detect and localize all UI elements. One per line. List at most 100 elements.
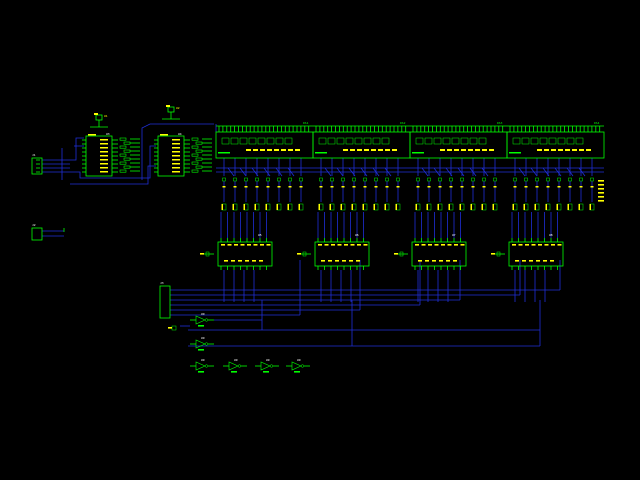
- sr-pin-label-top: [518, 244, 523, 246]
- connector-j3-body: [159, 285, 171, 319]
- resistor-label: [415, 204, 417, 210]
- transistor: [471, 177, 475, 182]
- transistor: [266, 177, 270, 182]
- display-pin-label: [246, 149, 251, 151]
- sr-pin-label-bottom: [536, 260, 540, 262]
- resistor-label: [545, 204, 547, 210]
- display-digit: [521, 137, 530, 145]
- display-1-label: DS1: [303, 121, 309, 125]
- display-pin-label: [447, 149, 452, 151]
- display-digit: [539, 137, 548, 145]
- transistor-label: [482, 186, 486, 188]
- shift-register-1-label: U5: [258, 233, 262, 237]
- resistor-label: [329, 204, 331, 210]
- display-digit: [478, 137, 487, 145]
- transistor-label: [277, 186, 281, 188]
- sr-pin-label-top: [454, 244, 458, 246]
- transistor: [244, 177, 248, 182]
- connector-j2-label: J2: [32, 223, 36, 227]
- driver-pin-label: [172, 151, 180, 153]
- shift-register-4-body: [508, 241, 564, 267]
- inverter-bubble: [237, 364, 242, 368]
- display-digit: [221, 137, 230, 145]
- transistor: [363, 177, 367, 182]
- transistor: [427, 177, 431, 182]
- sr-pin-label-bottom: [425, 260, 429, 262]
- transistor: [590, 177, 594, 182]
- transistor: [482, 177, 486, 182]
- cap-label: [394, 253, 398, 255]
- display-digit: [548, 137, 557, 145]
- transistor-label: [330, 186, 334, 188]
- display-pin-label: [343, 149, 348, 151]
- sr-pin-label-bottom: [335, 260, 339, 262]
- transistor-label: [341, 186, 345, 188]
- transistor-label: [233, 186, 237, 188]
- gate-4-label: U9: [234, 358, 238, 362]
- gate-cap-label: [168, 327, 172, 329]
- display-part-number: [218, 152, 230, 154]
- edge-label: [598, 188, 604, 190]
- driver-pin-label: [172, 143, 180, 145]
- transistor: [288, 177, 292, 182]
- resistor: [191, 169, 199, 173]
- display-digit: [460, 137, 469, 145]
- resistor: [191, 153, 199, 157]
- display-pin-label: [489, 149, 494, 151]
- cap-label: [491, 253, 495, 255]
- display-digit: [530, 137, 539, 145]
- driver-pin-label: [172, 167, 180, 169]
- transistor-label: [319, 186, 323, 188]
- sr-pin-label-bottom: [432, 260, 436, 262]
- transistor: [513, 177, 517, 182]
- transistor: [460, 177, 464, 182]
- display-4-label: DS4: [594, 121, 600, 125]
- shift-register-2-label: U6: [355, 233, 359, 237]
- display-pin-label: [482, 149, 487, 151]
- resistor: [191, 145, 199, 149]
- display-part-number: [412, 152, 424, 154]
- transistor-label: [579, 186, 583, 188]
- sr-pin-label-bottom: [245, 260, 249, 262]
- display-pin-label: [357, 149, 362, 151]
- driver-title-mark: [160, 134, 168, 136]
- gate-6-label: U9: [297, 358, 301, 362]
- transistor: [524, 177, 528, 182]
- driver-pin-label: [172, 159, 180, 161]
- bus-top: [141, 123, 214, 180]
- regulator-1-label: U1: [104, 114, 108, 118]
- shift-register-1-body: [217, 241, 273, 267]
- transistor-label: [396, 186, 400, 188]
- transistor: [319, 177, 323, 182]
- display-digit: [442, 137, 451, 145]
- sr-pin-label-bottom: [259, 260, 263, 262]
- driver-pin-label: [100, 139, 108, 141]
- display-digit: [354, 137, 363, 145]
- transistor-label: [299, 186, 303, 188]
- resistor: [191, 137, 199, 141]
- sr-pin-label-top: [266, 244, 271, 246]
- sr-pin-label-top: [428, 244, 432, 246]
- sr-pin-label-top: [551, 244, 555, 246]
- edge-label: [598, 196, 604, 198]
- connector-j3-label: J3: [160, 281, 164, 285]
- transistor-label: [255, 186, 259, 188]
- sr-pin-label-top: [221, 244, 225, 246]
- transistor: [416, 177, 420, 182]
- display-digit: [275, 137, 284, 145]
- display-pin-label: [440, 149, 445, 151]
- resistor-label: [426, 204, 428, 210]
- transistor-label: [568, 186, 572, 188]
- component-layer: [31, 105, 605, 373]
- sr-pin-label-top: [240, 244, 245, 246]
- inverter-bubble: [204, 342, 209, 346]
- sr-pin-label-bottom: [529, 260, 533, 262]
- sr-pin-label-top: [234, 244, 238, 246]
- driver-pin-label: [100, 171, 108, 173]
- sr-pin-label-top: [531, 244, 536, 246]
- display-pin-label: [392, 149, 397, 151]
- driver-pin-label: [172, 147, 180, 149]
- transistor-label: [385, 186, 389, 188]
- display-pin-label: [371, 149, 376, 151]
